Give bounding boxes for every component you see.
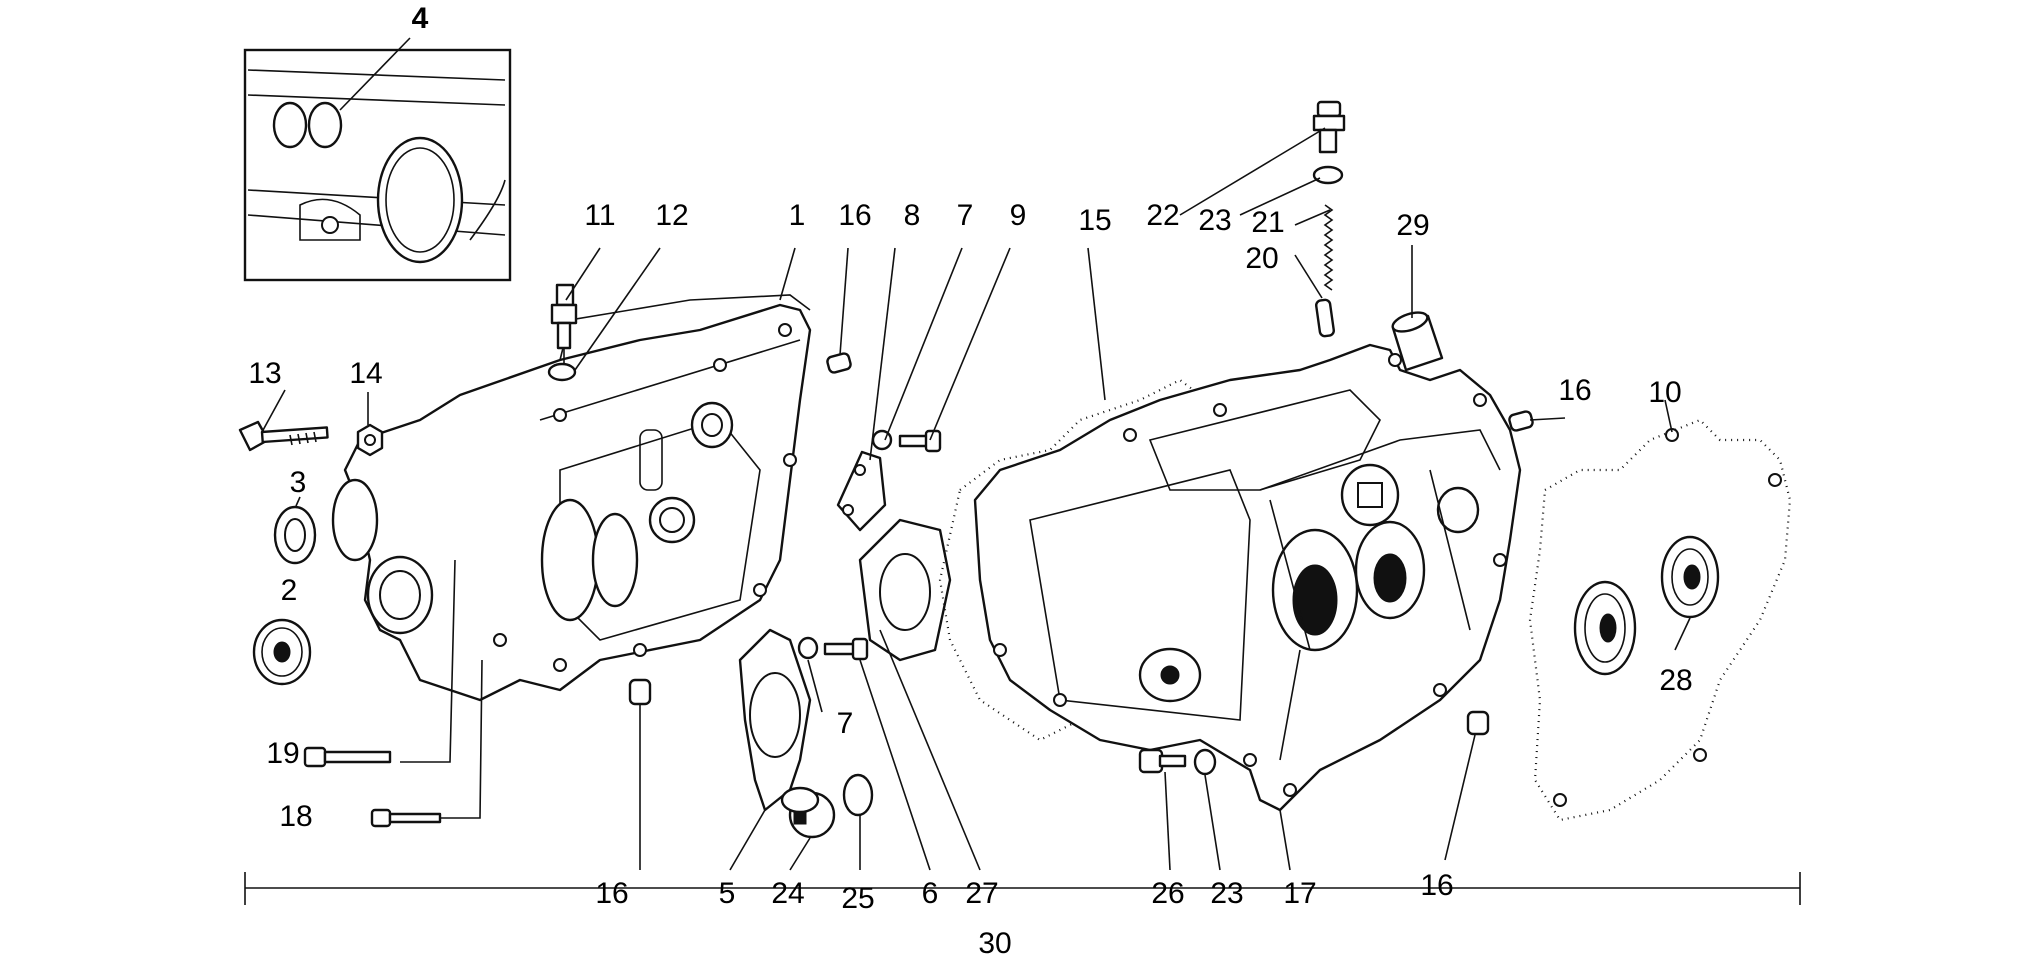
- callout-25: 25: [841, 882, 874, 915]
- washer-lower: [797, 636, 819, 660]
- callout-18: 18: [279, 800, 312, 833]
- bearing-28: [1660, 535, 1720, 619]
- spring: [1323, 204, 1334, 291]
- callout-28: 28: [1659, 664, 1692, 697]
- callout-labels: 4 11 12 1 16 8 7 9 15 22 23 21 20 29 16 …: [248, 2, 1692, 960]
- callout-23-bottom: 23: [1210, 877, 1243, 910]
- callout-6: 6: [922, 877, 939, 910]
- cover-plate: [836, 450, 887, 532]
- inset-detail-box: [243, 48, 512, 282]
- callout-11: 11: [584, 199, 615, 232]
- callout-16-bottom-right: 16: [1420, 869, 1453, 902]
- washer-23-top: [1312, 165, 1344, 185]
- callout-10: 10: [1648, 376, 1681, 409]
- callout-30: 30: [978, 927, 1011, 960]
- dowel-pin-left: [628, 678, 652, 706]
- callout-4: 4: [412, 2, 429, 35]
- bushing: [1391, 311, 1444, 372]
- bolt-19: [303, 746, 392, 768]
- washer-23-bottom: [1193, 748, 1217, 776]
- right-cover-gasket: [1528, 418, 1792, 822]
- callout-13: 13: [248, 357, 281, 390]
- breather-screw: [1312, 100, 1346, 154]
- callout-15: 15: [1078, 204, 1111, 237]
- assembly-bracket: [244, 872, 1801, 905]
- oil-seal: [273, 505, 317, 565]
- dowel-pin-right-top: [1508, 410, 1534, 432]
- left-gearbox-housing: [331, 294, 812, 702]
- callout-16-left: 16: [595, 877, 628, 910]
- callout-14: 14: [349, 357, 382, 390]
- callout-3: 3: [290, 466, 307, 499]
- dowel-pin-right-bottom: [1466, 710, 1490, 736]
- sensor-switch: [550, 283, 578, 365]
- callout-9: 9: [1010, 199, 1027, 232]
- ball-bearing: [252, 618, 312, 686]
- flange-bolt: [1138, 748, 1187, 774]
- callout-24: 24: [771, 877, 804, 910]
- long-bolt: [238, 420, 329, 452]
- callout-20: 20: [1245, 242, 1278, 275]
- hex-nut: [356, 423, 384, 457]
- callout-16-right: 16: [1558, 374, 1591, 407]
- screw-9: [898, 429, 942, 453]
- bolt-18: [370, 808, 442, 828]
- screw-6: [823, 637, 869, 661]
- callout-1: 1: [789, 199, 806, 232]
- callout-23-top: 23: [1198, 204, 1231, 237]
- bearing-inner: [1573, 580, 1637, 676]
- callout-17: 17: [1283, 877, 1316, 910]
- callout-22: 22: [1146, 199, 1179, 232]
- dowel-pin-top: [826, 352, 852, 374]
- callout-21: 21: [1251, 206, 1284, 239]
- callout-19: 19: [266, 737, 299, 770]
- callout-26: 26: [1151, 877, 1184, 910]
- sealing-washer: [547, 362, 577, 382]
- callout-29: 29: [1396, 209, 1429, 242]
- callout-7-top: 7: [957, 199, 974, 232]
- callout-27: 27: [965, 877, 998, 910]
- callout-2: 2: [281, 574, 298, 607]
- leader-lines: [261, 37, 1691, 871]
- callout-8: 8: [904, 199, 921, 232]
- drain-plug: [780, 786, 836, 839]
- callout-5: 5: [719, 877, 736, 910]
- o-ring: [842, 773, 874, 817]
- pin: [1315, 298, 1335, 338]
- callout-12: 12: [655, 199, 688, 232]
- callout-7-lower: 7: [837, 707, 854, 740]
- callout-16-top: 16: [838, 199, 871, 232]
- main-gearbox-housing: [973, 343, 1522, 812]
